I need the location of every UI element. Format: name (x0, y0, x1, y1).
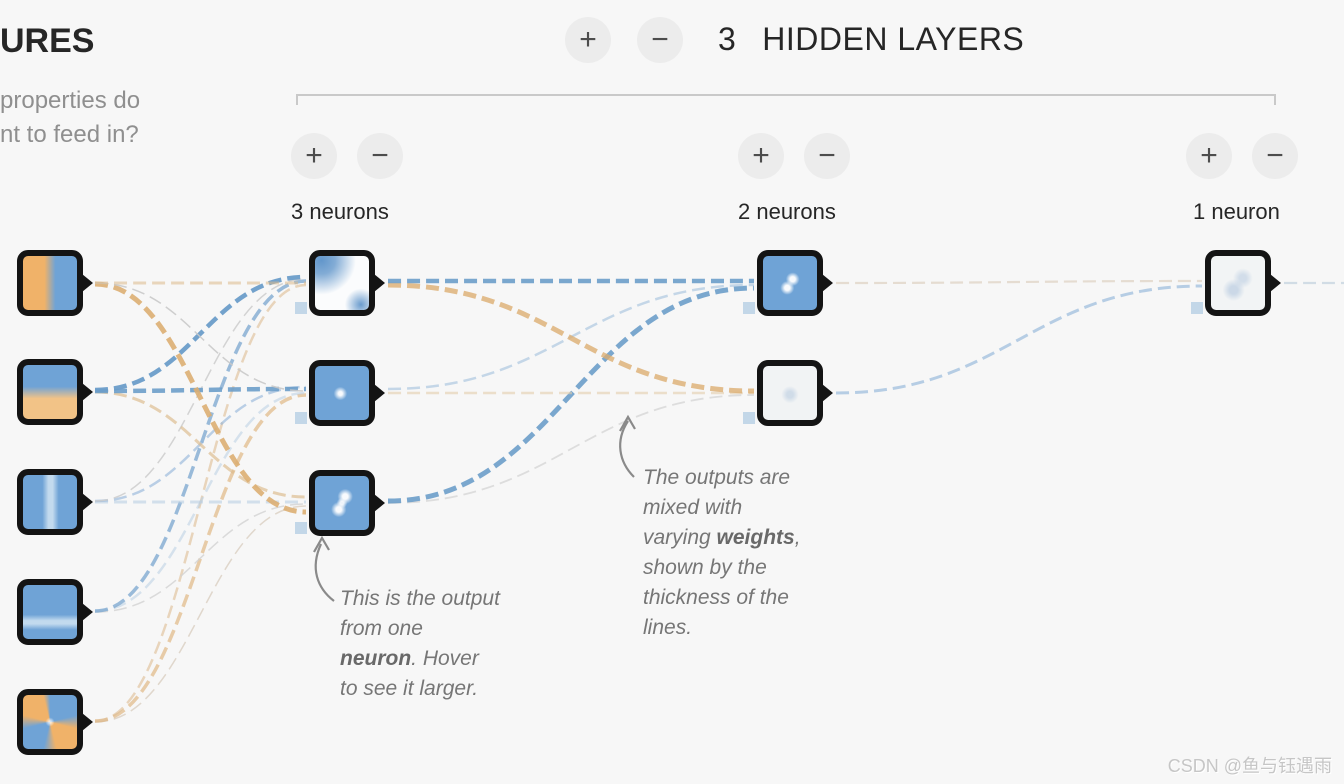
weight-connection[interactable] (94, 505, 307, 723)
annotation-line: to see it larger. (340, 677, 479, 700)
hidden-layers-header: 3 HIDDEN LAYERS (718, 21, 1024, 58)
node-output-arrow-icon (822, 384, 833, 402)
output-neuron-bias[interactable] (1191, 302, 1203, 314)
output-layer-add-neuron-button[interactable]: + (1186, 133, 1232, 179)
add-hidden-layer-button[interactable]: + (565, 17, 611, 63)
layers-bracket (296, 94, 1276, 105)
layer1-add-neuron-button[interactable]: + (291, 133, 337, 179)
annotation-arrowhead (313, 535, 330, 553)
weight-connection[interactable] (387, 285, 755, 504)
annotation-line: varying (643, 526, 717, 549)
annotation-line: . Hover (411, 647, 479, 670)
weight-connection[interactable] (835, 284, 1203, 395)
node-output-arrow-icon (822, 274, 833, 292)
annotation-arrowhead (619, 414, 636, 432)
neuron-output-annotation: This is the output from one neuron. Hove… (340, 584, 500, 704)
feature-node-x1-squared[interactable] (17, 469, 93, 535)
feature-node-x1[interactable] (17, 250, 93, 316)
node-output-arrow-icon (82, 493, 93, 511)
features-question: properties do nt to feed in? (0, 84, 140, 152)
annotation-bold-word: neuron (340, 647, 412, 670)
remove-hidden-layer-button[interactable]: − (637, 17, 683, 63)
weight-connection[interactable] (94, 386, 307, 394)
layer1-neuron-2-bias[interactable] (295, 412, 307, 424)
layer1-neuron-3[interactable] (309, 470, 385, 536)
annotation-line: thickness of the (643, 586, 789, 609)
annotation-line: lines. (643, 616, 693, 639)
weight-connection[interactable] (94, 281, 307, 515)
layer2-neuron-1-bias[interactable] (743, 302, 755, 314)
features-title-fragment: URES (0, 22, 95, 60)
feature-node-x2[interactable] (17, 359, 93, 425)
annotation-line: mixed with (643, 496, 743, 519)
annotation-arrow (314, 543, 335, 602)
layer1-neuron-3-bias[interactable] (295, 522, 307, 534)
csdn-watermark: CSDN @鱼与钰遇雨 (1167, 756, 1332, 776)
layer1-neuron-1-bias[interactable] (295, 302, 307, 314)
weight-connection[interactable] (94, 503, 307, 613)
layer2-neuron-1[interactable] (757, 250, 833, 316)
output-layer-remove-neuron-button[interactable]: − (1252, 133, 1298, 179)
annotation-line: , (794, 526, 801, 549)
layer2-neuron-2-bias[interactable] (743, 412, 755, 424)
layer1-neuron-count-label: 3 neurons (291, 199, 389, 224)
node-output-arrow-icon (374, 274, 385, 292)
output-layer-neuron-count-label: 1 neuron (1193, 199, 1280, 224)
weight-connection[interactable] (94, 393, 307, 723)
annotation-line: This is the output (340, 587, 500, 610)
hidden-layer-count: 3 (718, 21, 737, 57)
annotation-bold-word: weights (716, 526, 795, 549)
layer1-neuron-1[interactable] (309, 250, 385, 316)
node-output-arrow-icon (1270, 274, 1281, 292)
annotation-line: shown by the (643, 556, 767, 579)
feature-node-x2-squared[interactable] (17, 579, 93, 645)
layer2-neuron-2[interactable] (757, 360, 833, 426)
layer1-neuron-2[interactable] (309, 360, 385, 426)
weight-connection[interactable] (94, 274, 307, 393)
features-question-line2: nt to feed in? (0, 121, 139, 148)
weight-connection[interactable] (94, 390, 307, 499)
node-output-arrow-icon (82, 713, 93, 731)
hidden-layers-label: HIDDEN LAYERS (762, 21, 1025, 57)
feature-node-x1x2[interactable] (17, 689, 93, 755)
weight-connection[interactable] (94, 282, 307, 392)
annotation-line: from one (340, 617, 423, 640)
node-output-arrow-icon (82, 603, 93, 621)
layer2-remove-neuron-button[interactable]: − (804, 133, 850, 179)
output-neuron[interactable] (1205, 250, 1281, 316)
node-output-arrow-icon (374, 494, 385, 512)
weight-connection[interactable] (387, 394, 755, 504)
weights-annotation: The outputs are mixed with varying weigh… (643, 463, 801, 643)
layer1-remove-neuron-button[interactable]: − (357, 133, 403, 179)
layer2-add-neuron-button[interactable]: + (738, 133, 784, 179)
weight-connection[interactable] (835, 279, 1203, 285)
node-output-arrow-icon (82, 274, 93, 292)
features-question-line1: properties do (0, 87, 141, 114)
weight-connection[interactable] (387, 282, 755, 394)
layer2-neuron-count-label: 2 neurons (738, 199, 836, 224)
annotation-arrow (619, 420, 635, 478)
weight-connection[interactable] (94, 279, 307, 613)
node-output-arrow-icon (82, 383, 93, 401)
annotation-line: The outputs are (643, 466, 791, 489)
node-output-arrow-icon (374, 384, 385, 402)
